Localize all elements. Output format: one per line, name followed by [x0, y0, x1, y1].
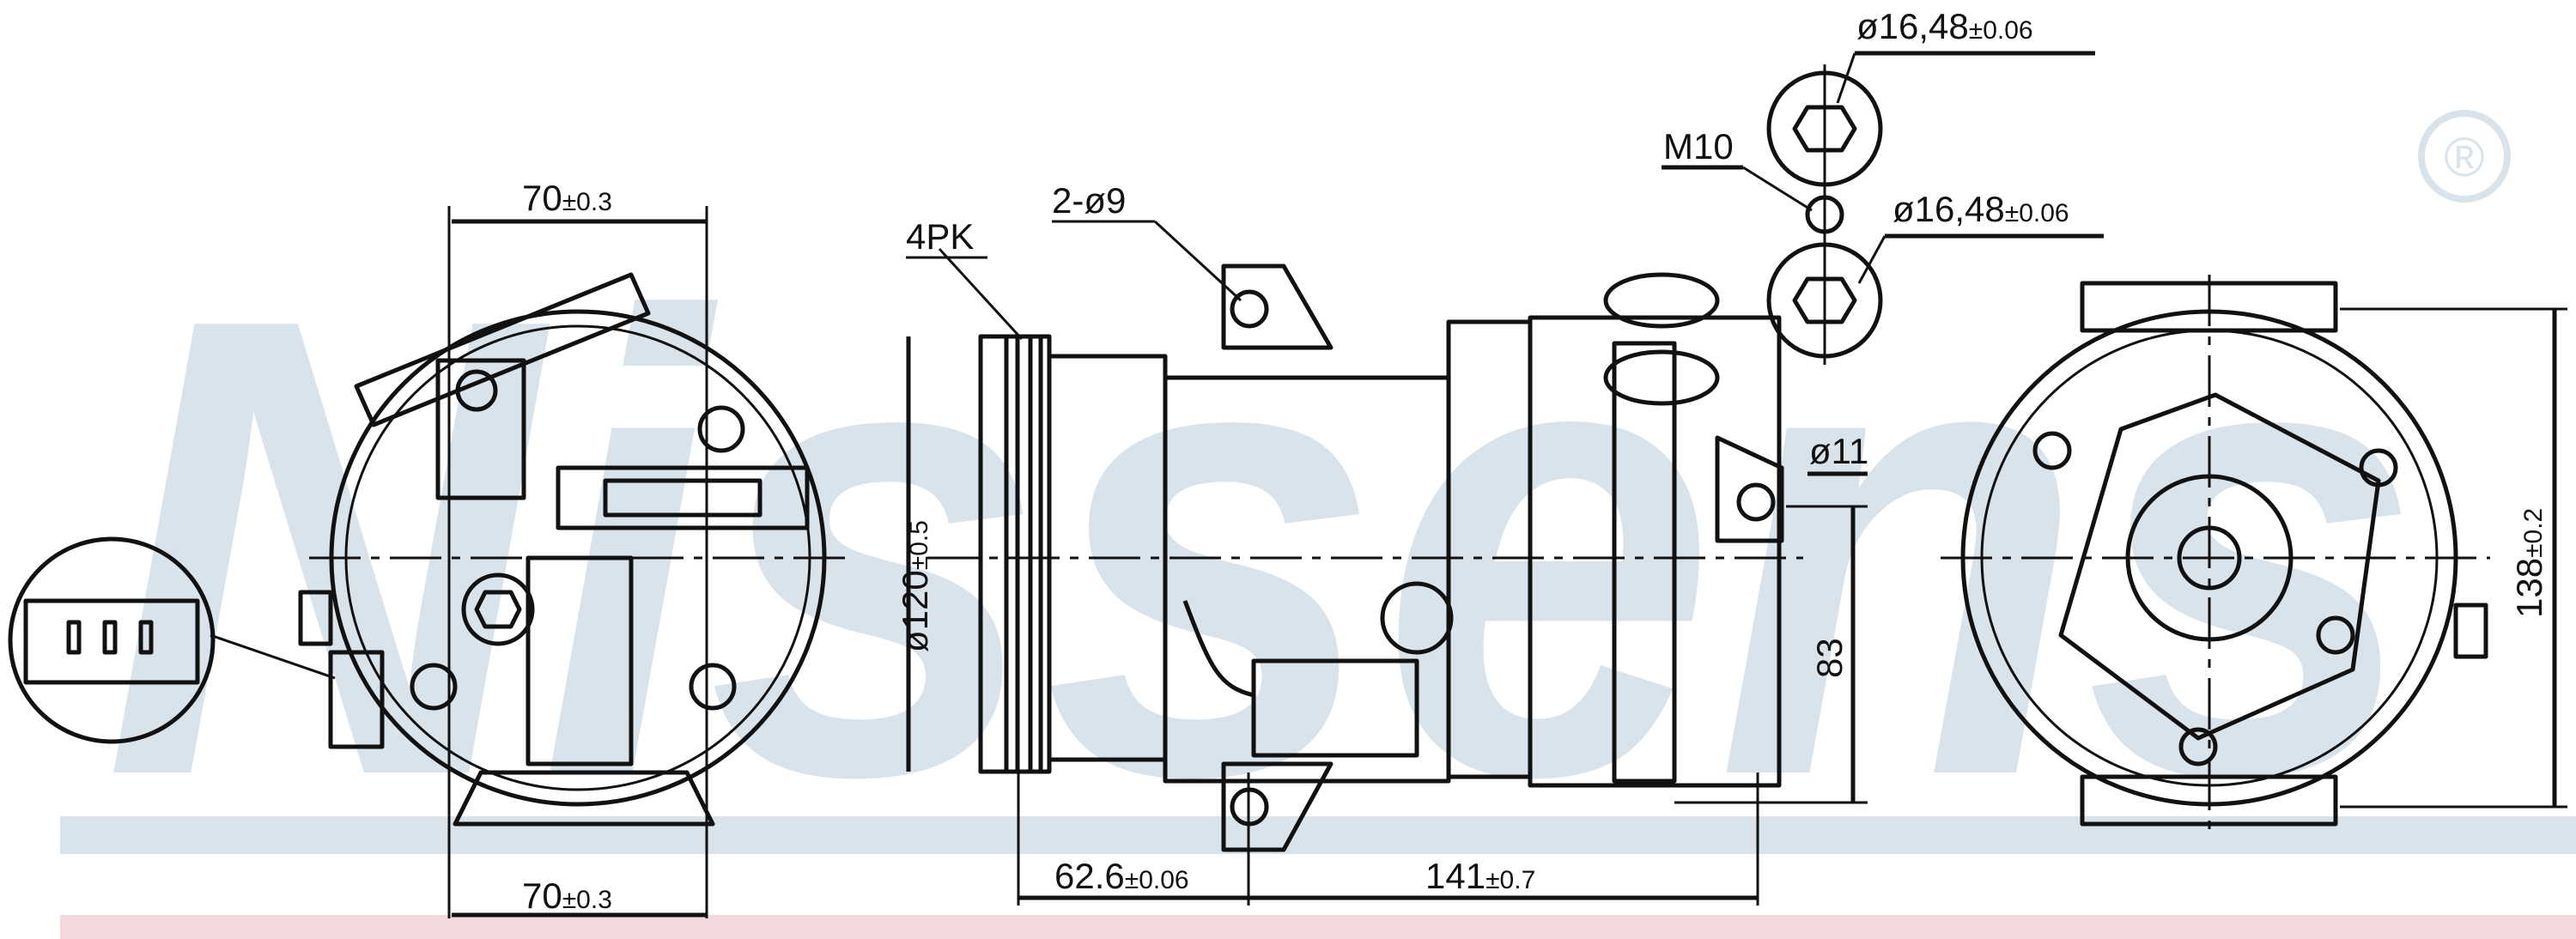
port-detail [1766, 64, 1883, 365]
dim-belt-type: 4PK [906, 216, 974, 257]
registered-icon [2418, 110, 2511, 203]
connector-detail [8, 536, 336, 744]
dim-mount-holes: 2-ø9 [1052, 180, 1126, 221]
dim-thread: M10 [1663, 126, 1734, 167]
dim-left-bottom-width: 70±0.3 [522, 875, 612, 916]
side-view [927, 264, 1803, 852]
dim-overall-height: 138±0.2 [2509, 508, 2549, 618]
dim-body-length: 141±0.7 [1425, 856, 1535, 896]
dim-mount-hole: ø11 [1809, 431, 1868, 471]
front-view [298, 206, 850, 918]
bottom-stripe [60, 915, 2576, 939]
watermark-brand: Nissens [103, 183, 2421, 912]
dim-port-lower: ø16,48±0.06 [1893, 189, 2069, 229]
registered-mark: ® [2444, 126, 2484, 188]
rear-view [1941, 275, 2490, 833]
watermark: Nissens ® [60, 110, 2576, 939]
dim-pulley-diameter: ø120±0.5 [895, 520, 935, 652]
dim-pulley-offset: 62.6±0.06 [1054, 856, 1189, 896]
dim-left-top-width: 70±0.3 [522, 178, 612, 218]
dim-port-upper: ø16,48±0.06 [1856, 6, 2033, 46]
dim-mount-height: 83 [1809, 638, 1850, 678]
